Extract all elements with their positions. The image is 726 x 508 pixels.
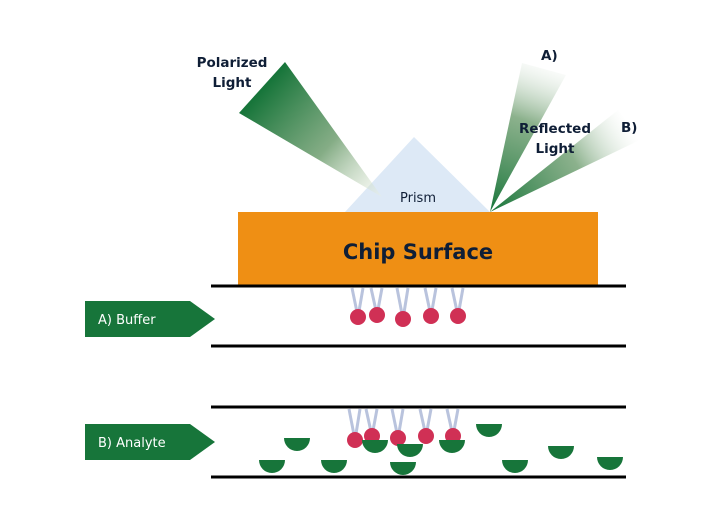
channel-b-tag: B) Analyte xyxy=(85,424,215,460)
ligand-head xyxy=(390,430,406,446)
ligand xyxy=(369,287,385,323)
analyte-free xyxy=(548,446,574,459)
reflected-light-label-line1: Reflected xyxy=(519,121,591,137)
ligand xyxy=(350,287,366,325)
ligand-head xyxy=(350,309,366,325)
ligand-head xyxy=(369,307,385,323)
analyte-free xyxy=(321,460,347,473)
reflected-a-label: A) xyxy=(541,48,558,64)
incident-light-label-line1: Polarized xyxy=(197,55,268,71)
chip-surface-label: Chip Surface xyxy=(343,240,493,264)
polarized-light-beam xyxy=(239,62,382,197)
ligand xyxy=(445,408,461,444)
chip-surface xyxy=(238,212,598,286)
reflected-b-label: B) xyxy=(621,120,637,136)
reflected-light-label-line2: Light xyxy=(536,141,576,157)
ligand-head xyxy=(418,428,434,444)
reflected-light-beam-b xyxy=(490,110,640,212)
ligand xyxy=(450,287,466,324)
analyte-bound xyxy=(397,444,423,457)
analyte-free xyxy=(259,460,285,473)
prism xyxy=(345,137,490,212)
ligand xyxy=(418,408,434,444)
analyte-free xyxy=(390,462,416,475)
channel-a-tag: A) Buffer xyxy=(85,301,215,337)
channel-a-ligands xyxy=(350,287,466,327)
ligand xyxy=(423,287,439,324)
channel-b-tag-label: B) Analyte xyxy=(98,436,166,451)
analyte-free xyxy=(597,457,623,470)
ligand xyxy=(390,408,406,446)
channel-b-analytes xyxy=(259,424,623,475)
ligand-head xyxy=(347,432,363,448)
analyte-free xyxy=(476,424,502,437)
incident-light-label-line2: Light xyxy=(213,75,253,91)
channel-a-tag-label: A) Buffer xyxy=(98,313,156,328)
analyte-free xyxy=(502,460,528,473)
reflected-light-beam-a xyxy=(490,63,566,212)
ligand-head xyxy=(423,308,439,324)
analyte-free xyxy=(284,438,310,451)
analyte-bound xyxy=(439,440,465,453)
ligand xyxy=(364,408,380,444)
ligand-head xyxy=(450,308,466,324)
ligand xyxy=(347,408,363,448)
ligand-head xyxy=(395,311,411,327)
ligand xyxy=(395,287,411,327)
analyte-bound xyxy=(362,440,388,453)
prism-label: Prism xyxy=(400,191,436,206)
